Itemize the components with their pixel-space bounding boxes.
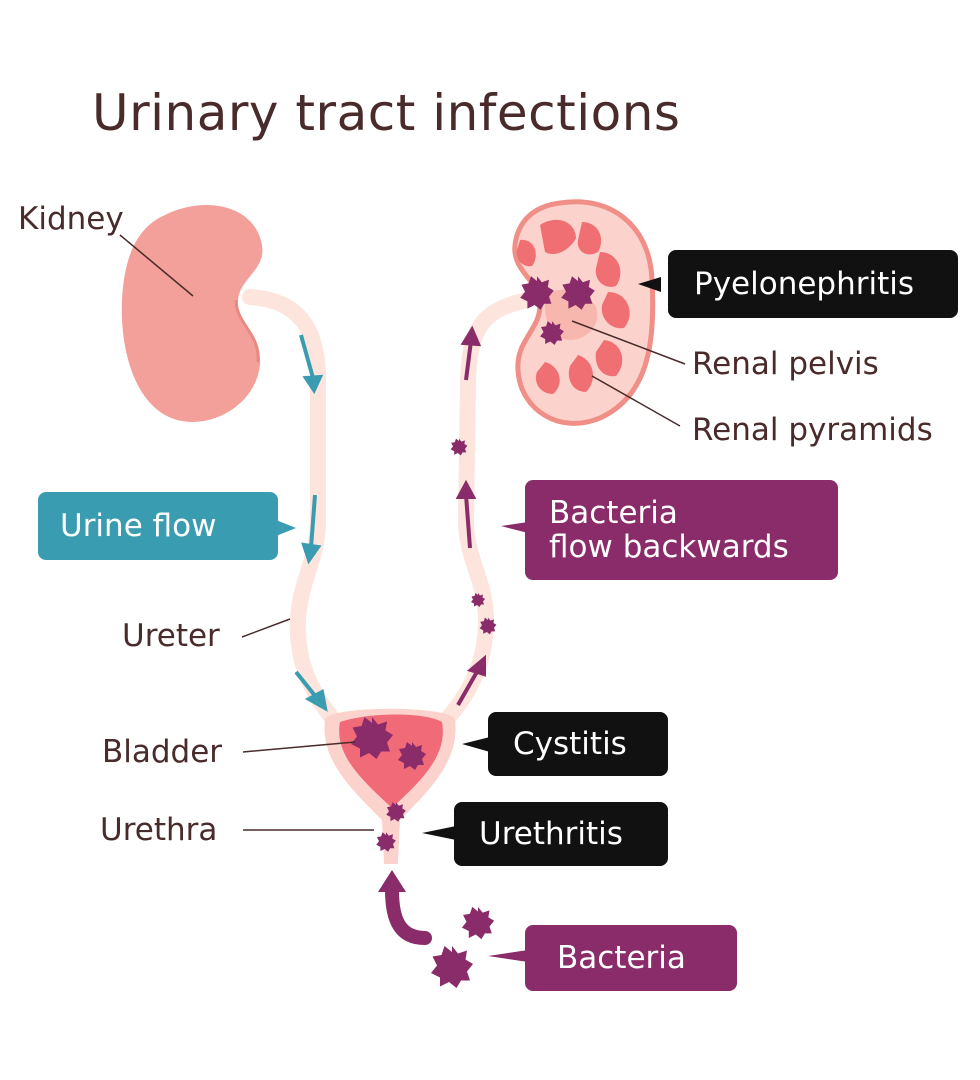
leader-lines bbox=[119, 234, 686, 831]
page-title: Urinary tract infections bbox=[92, 84, 681, 142]
left-kidney bbox=[121, 205, 263, 422]
callout-urine-flow: Urine flow bbox=[38, 492, 278, 560]
label-renal-pelvis: Renal pelvis bbox=[692, 346, 879, 382]
renal-pyramids bbox=[516, 219, 630, 394]
urine-flow-arrows bbox=[294, 334, 328, 712]
callout-cystitis-text: Cystitis bbox=[513, 726, 627, 762]
callout-urethritis: Urethritis bbox=[454, 802, 668, 866]
label-renal-pyramids: Renal pyramids bbox=[692, 412, 933, 448]
callout-bacteria-backwards-line1: Bacteria bbox=[549, 495, 678, 531]
label-urethra: Urethra bbox=[100, 812, 218, 848]
callout-bacteria-backwards-line2: flow backwards bbox=[549, 529, 789, 565]
label-bladder: Bladder bbox=[102, 734, 223, 770]
callout-urine-flow-text: Urine flow bbox=[60, 508, 217, 544]
callout-bacteria-backwards: Bacteria flow backwards bbox=[525, 480, 838, 580]
callout-bacteria-text: Bacteria bbox=[557, 940, 686, 976]
label-kidney: Kidney bbox=[18, 201, 124, 237]
callout-cystitis: Cystitis bbox=[488, 712, 668, 776]
callout-pyelonephritis-text: Pyelonephritis bbox=[694, 266, 915, 302]
label-ureter: Ureter bbox=[122, 618, 220, 654]
callout-pyelonephritis: Pyelonephritis bbox=[668, 250, 958, 318]
bacteria-entry-arrow bbox=[385, 883, 432, 945]
left-ureter bbox=[242, 289, 340, 726]
callout-bacteria: Bacteria bbox=[525, 925, 737, 991]
callout-urethritis-text: Urethritis bbox=[479, 816, 623, 852]
bacteria-backwards-arrows bbox=[455, 325, 486, 706]
